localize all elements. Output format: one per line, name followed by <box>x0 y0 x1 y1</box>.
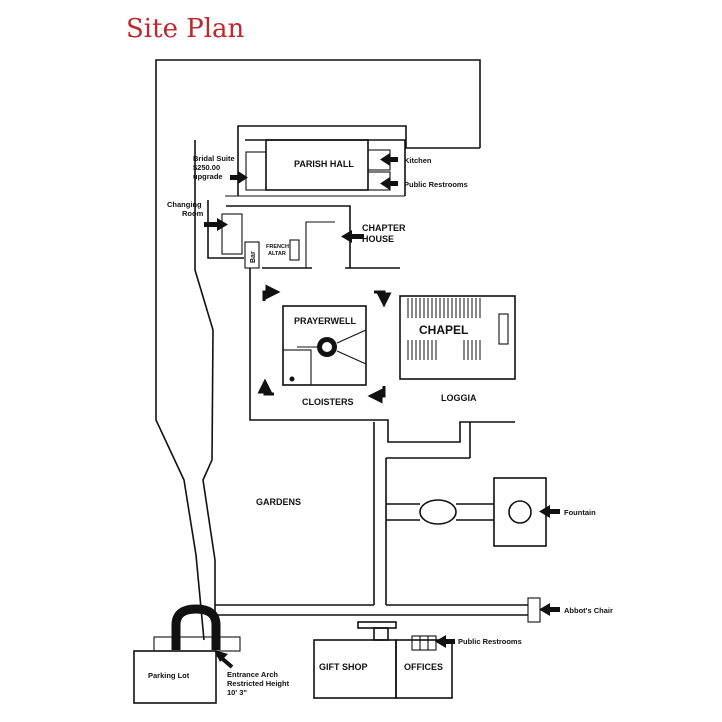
gardens-label: GARDENS <box>256 497 301 507</box>
public-restrooms-bottom-label: Public Restrooms <box>458 637 522 646</box>
outer-boundary <box>155 59 481 641</box>
chapel-block <box>399 295 516 380</box>
changing-room-label-2: Room <box>182 209 204 218</box>
bridal-suite-upgrade: upgrade <box>193 172 223 181</box>
entrance-arch-arrow <box>214 650 234 669</box>
french-altar-label-2: ALTAR <box>268 251 286 257</box>
fountain-arrow <box>539 505 560 518</box>
parking-lot-label: Parking Lot <box>148 671 190 680</box>
restrooms-top-arrow <box>380 177 398 190</box>
chapter-house-arrow <box>341 230 364 243</box>
parking-area <box>133 604 241 704</box>
fountain-label: Fountain <box>564 508 596 517</box>
chapel-label: CHAPEL <box>419 323 468 337</box>
offices-label: OFFICES <box>404 662 443 672</box>
parish-hall-label: PARISH HALL <box>294 159 354 169</box>
chapter-house-label-2: HOUSE <box>362 234 394 244</box>
bar-label: Bar <box>250 251 257 263</box>
abbots-chair-label: Abbot's Chair <box>564 606 613 615</box>
french-altar-label-1: FRENCH <box>266 244 289 250</box>
changing-room-label-1: Changing <box>167 200 202 209</box>
cloisters-label: CLOISTERS <box>302 397 354 407</box>
loggia-label: LOGGIA <box>441 393 477 403</box>
entrance-arch-label-3: 10' 3" <box>227 688 247 697</box>
cloisters-block <box>249 268 515 443</box>
cloister-walk-arrows <box>257 284 392 404</box>
kitchen-arrow <box>380 153 398 166</box>
pointer-arrows <box>204 153 560 669</box>
kitchen-label: Kitchen <box>404 156 432 165</box>
site-plan-title: Site Plan <box>126 14 245 44</box>
gift-shop-offices <box>313 621 453 699</box>
walkways <box>215 422 547 623</box>
entrance-arch-label-2: Restricted Height <box>227 679 290 688</box>
bridal-suite-price: $250.00 <box>193 163 220 172</box>
bridal-suite-arrow <box>230 171 248 184</box>
west-rooms <box>207 200 400 269</box>
changing-room-arrow <box>204 218 228 231</box>
gift-shop-label: GIFT SHOP <box>319 662 368 672</box>
restrooms-bottom-arrow <box>435 635 455 648</box>
public-restrooms-top-label: Public Restrooms <box>404 180 468 189</box>
entrance-arch-label-1: Entrance Arch <box>227 670 278 679</box>
bridal-suite-label: Bridal Suite <box>193 154 235 163</box>
chapter-house-label-1: CHAPTER <box>362 223 406 233</box>
abbots-chair-arrow <box>539 603 560 616</box>
prayerwell-label: PRAYERWELL <box>294 316 357 326</box>
